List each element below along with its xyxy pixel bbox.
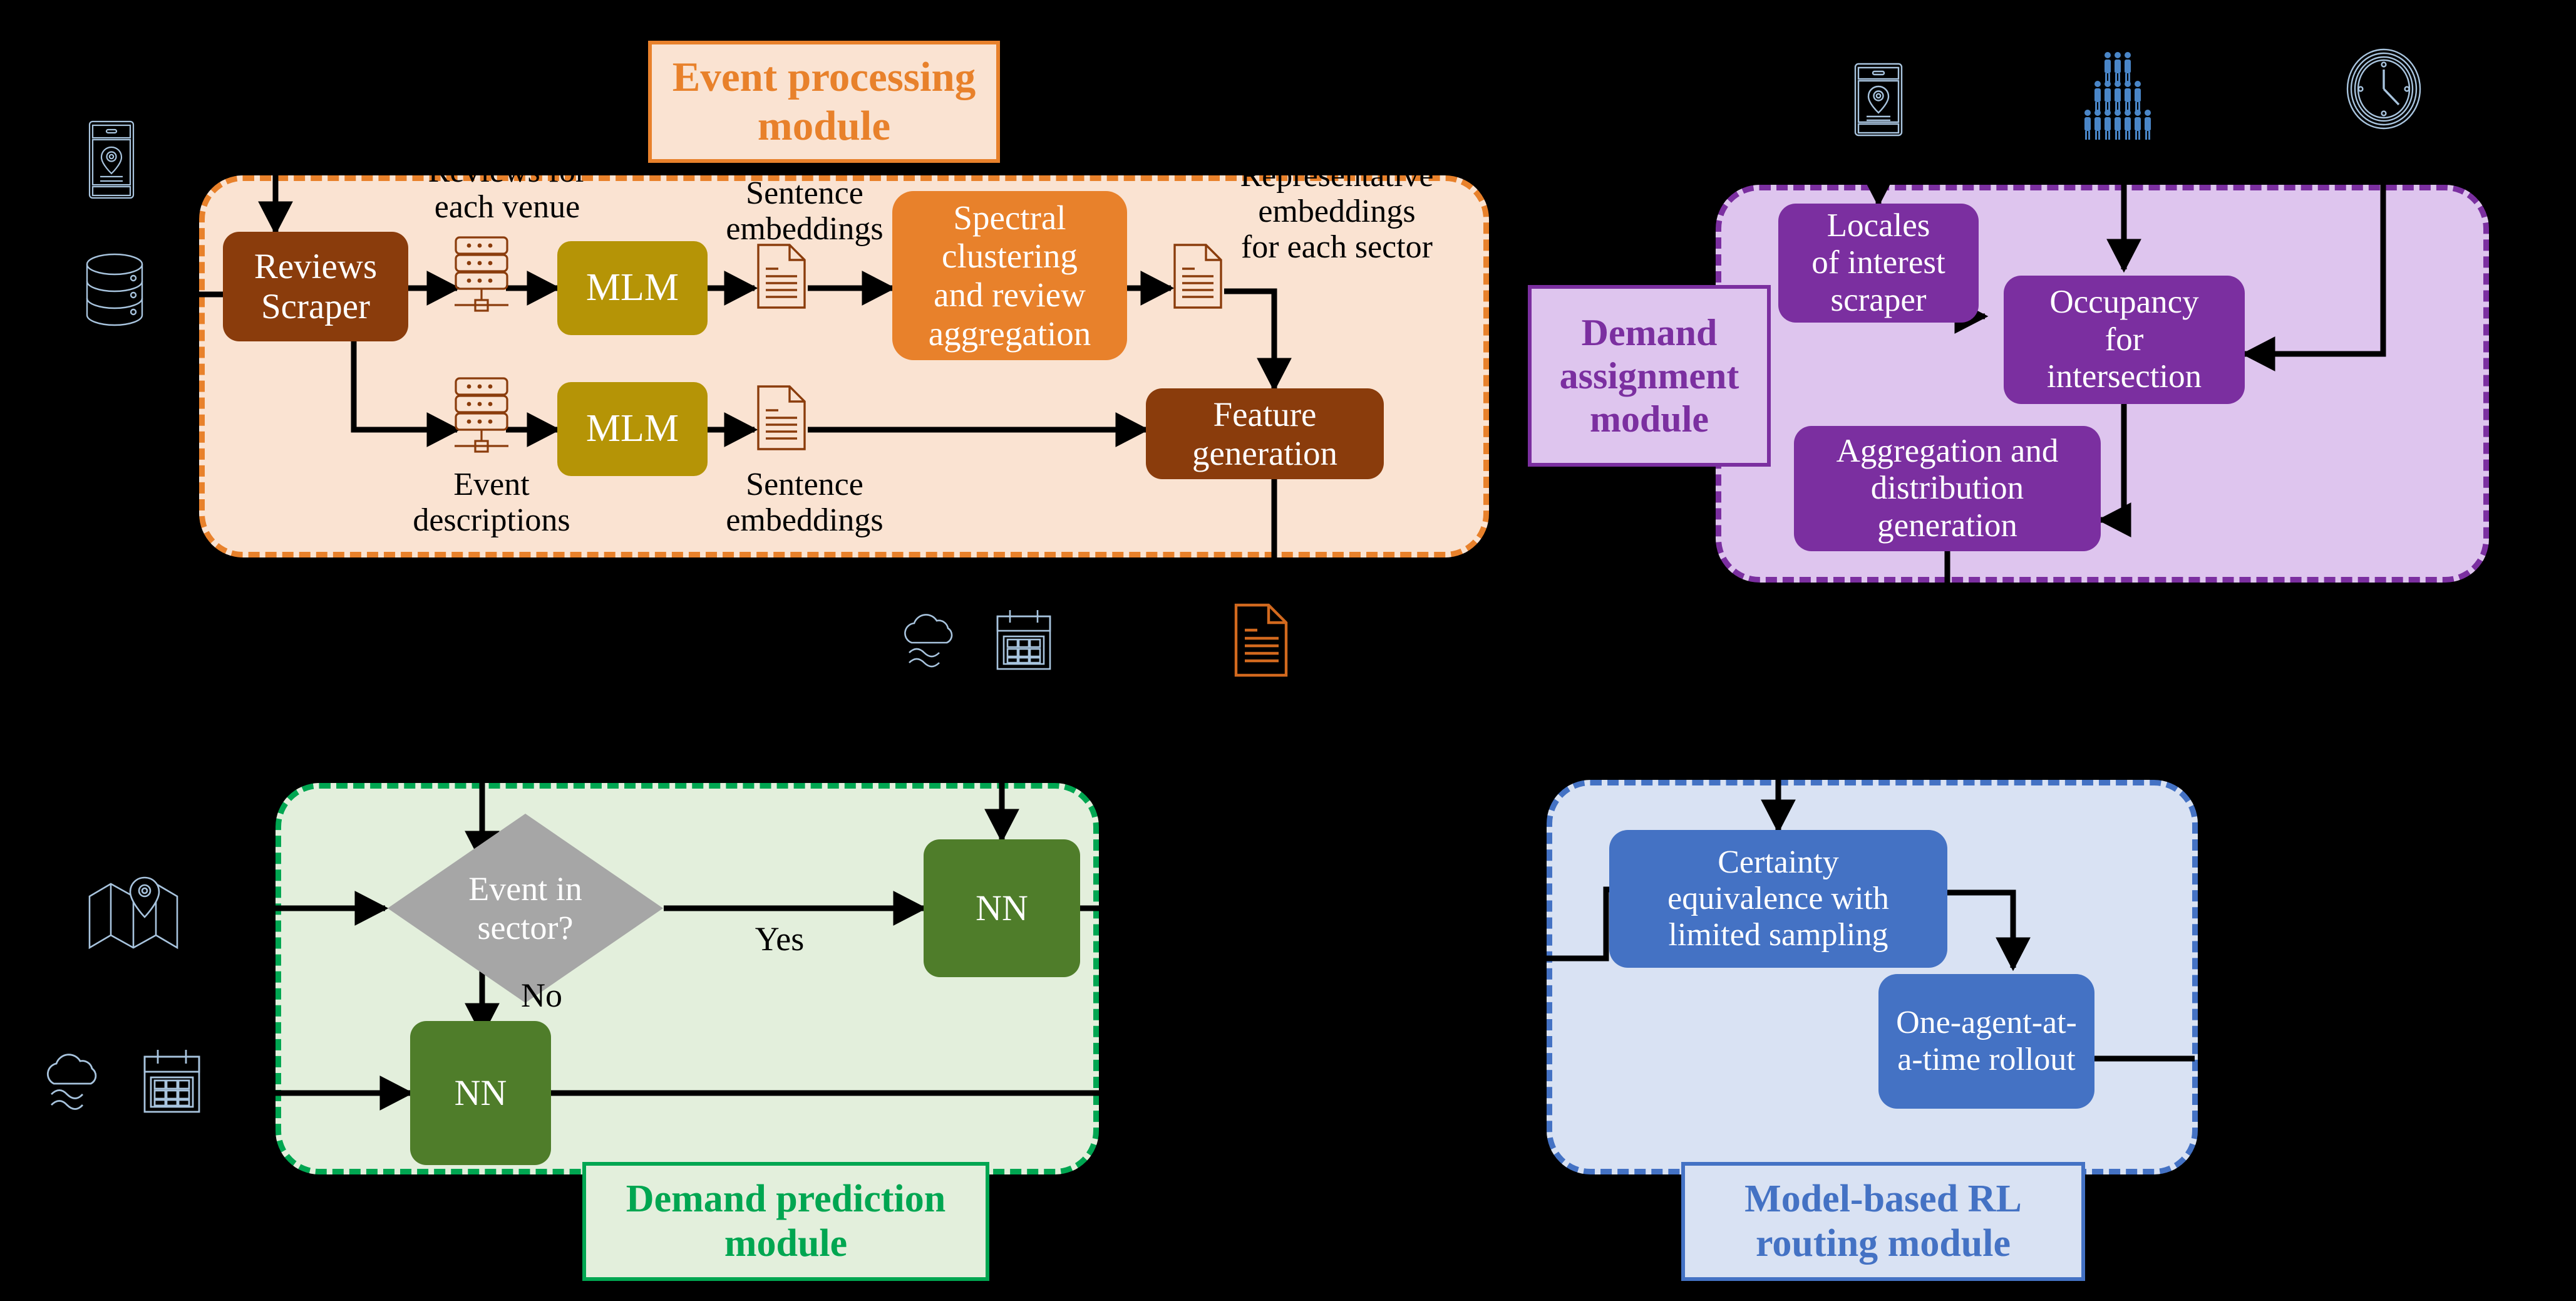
calendar-icon-bottom xyxy=(139,1046,205,1118)
database-icon-left xyxy=(80,251,149,329)
mlm-top-label: MLM xyxy=(585,266,679,309)
server-icon-bottom xyxy=(450,376,513,456)
one-agent-rollout-label: One-agent-at- a-time rollout xyxy=(1896,1005,2077,1077)
weather-icon-mid xyxy=(895,606,964,675)
yes-edge-label: Yes xyxy=(755,920,805,958)
sentence-embeddings-top-label: Sentence embeddings xyxy=(726,175,884,247)
phone-location-icon-left xyxy=(86,119,137,200)
document-icon-orange-mid xyxy=(1232,603,1291,678)
mlm-bottom-label: MLM xyxy=(585,407,679,450)
nn-yes-label: NN xyxy=(976,887,1028,928)
locales-of-interest-scraper-node[interactable]: Locales of interest scraper xyxy=(1778,204,1979,323)
reviews-for-each-venue-label: Reviews for each venue xyxy=(428,153,587,225)
reviews-scraper-label: Reviews Scraper xyxy=(254,246,378,326)
mlm-top-node[interactable]: MLM xyxy=(557,241,708,335)
map-location-icon xyxy=(85,874,185,958)
nn-no-node[interactable]: NN xyxy=(410,1021,551,1165)
event-processing-module-title: Event processing module xyxy=(648,41,1000,163)
demand-prediction-module-title: Demand prediction module xyxy=(582,1162,989,1281)
event-descriptions-label: Event descriptions xyxy=(413,467,570,539)
clock-icon xyxy=(2339,47,2429,132)
mlm-bottom-node[interactable]: MLM xyxy=(557,382,708,476)
demand-assignment-module-title: Demand assignment module xyxy=(1528,285,1771,467)
reviews-scraper-node[interactable]: Reviews Scraper xyxy=(223,232,408,341)
weather-icon-bottom xyxy=(38,1046,110,1118)
nn-yes-node[interactable]: NN xyxy=(924,839,1080,977)
aggregation-distribution-node[interactable]: Aggregation and distribution generation xyxy=(1794,426,2101,551)
certainty-equivalence-node[interactable]: Certainty equivalence with limited sampl… xyxy=(1609,830,1947,968)
phone-location-icon-right xyxy=(1850,63,1907,137)
event-in-sector-label: Event in sector? xyxy=(468,869,582,946)
feature-generation-label: Feature generation xyxy=(1192,395,1338,472)
calendar-icon-mid xyxy=(992,606,1055,675)
locales-scraper-label: Locales of interest scraper xyxy=(1811,207,1945,318)
rl-routing-module-title: Model-based RL routing module xyxy=(1681,1162,2085,1281)
server-icon-top xyxy=(450,235,513,315)
occupancy-label: Occupancy for intersection xyxy=(2046,284,2202,395)
crowd-icon xyxy=(2055,47,2193,144)
spectral-clustering-node[interactable]: Spectral clustering and review aggregati… xyxy=(892,191,1127,360)
aggregation-label: Aggregation and distribution generation xyxy=(1836,432,2059,544)
certainty-equivalence-label: Certainty equivalence with limited sampl… xyxy=(1667,844,1889,953)
nn-no-label: NN xyxy=(454,1072,507,1113)
one-agent-rollout-node[interactable]: One-agent-at- a-time rollout xyxy=(1878,974,2094,1109)
document-icon-top xyxy=(755,242,808,310)
representative-embeddings-label: Representative embeddings for each secto… xyxy=(1240,158,1434,266)
document-icon-representative xyxy=(1171,242,1225,310)
no-edge-label: No xyxy=(521,977,562,1014)
sentence-embeddings-bottom-label: Sentence embeddings xyxy=(726,467,884,539)
document-icon-bottom xyxy=(755,384,808,452)
occupancy-for-intersection-node[interactable]: Occupancy for intersection xyxy=(2004,276,2245,404)
event-in-sector-diamond[interactable]: Event in sector? xyxy=(385,811,666,1005)
spectral-clustering-label: Spectral clustering and review aggregati… xyxy=(928,198,1091,353)
feature-generation-node[interactable]: Feature generation xyxy=(1146,388,1384,479)
